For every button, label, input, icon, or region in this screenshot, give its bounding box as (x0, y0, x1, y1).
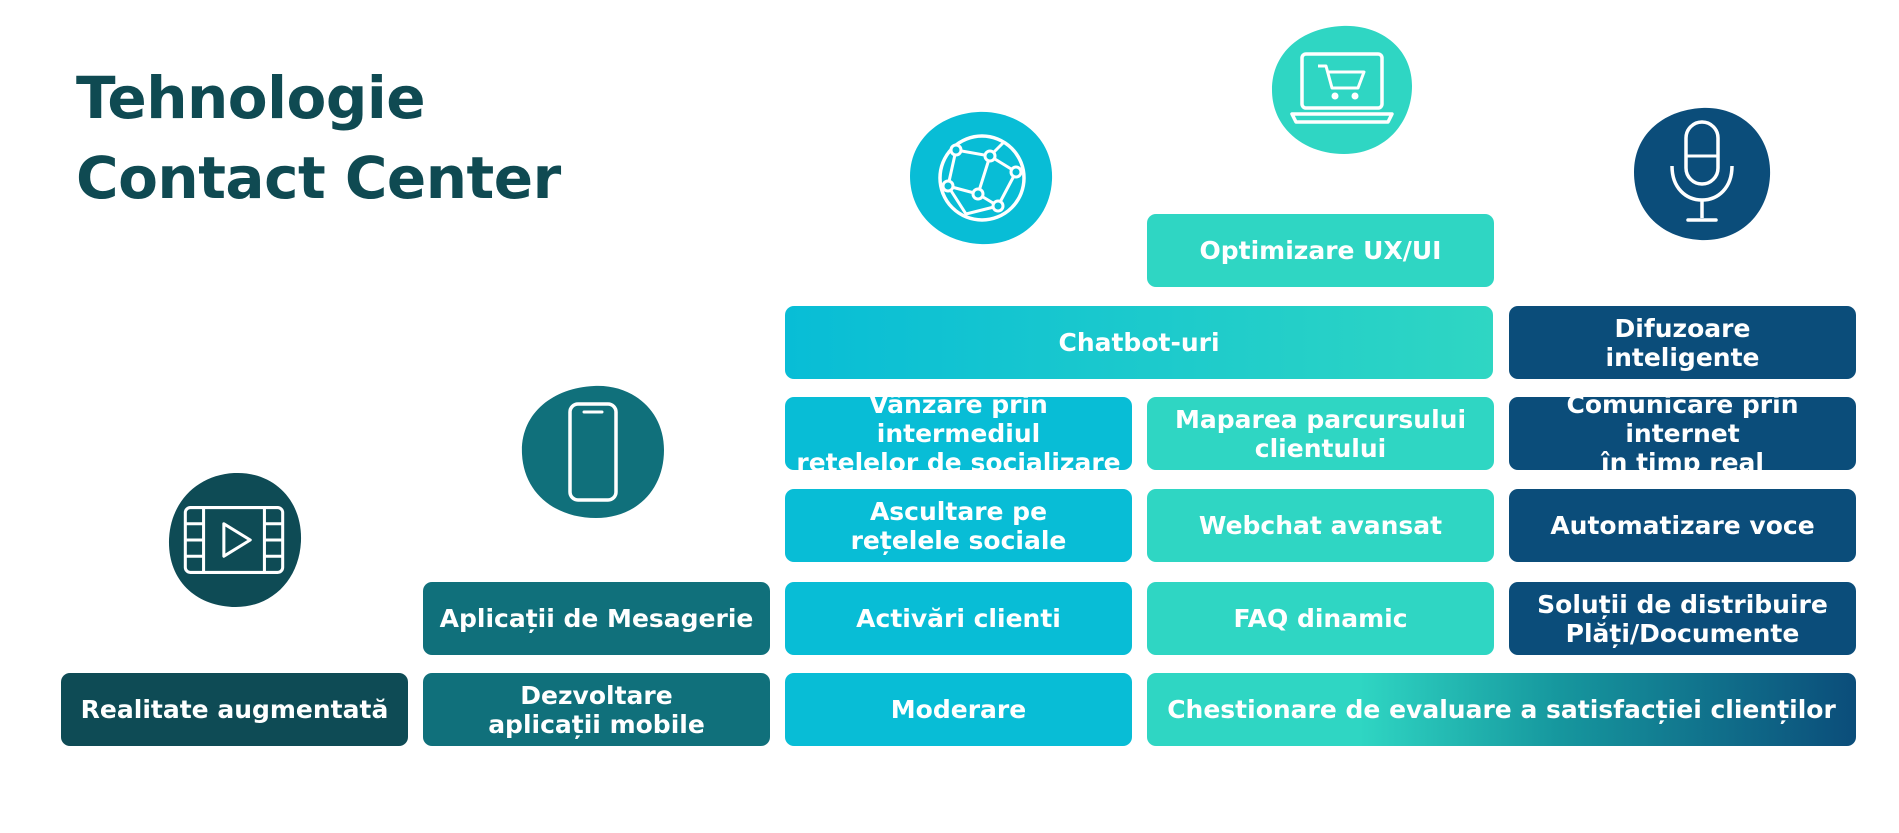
box-optimizare-ux-ui: Optimizare UX/UI (1147, 214, 1494, 287)
globe-network-icon (908, 110, 1054, 246)
box-moderare: Moderare (785, 673, 1132, 746)
box-chatbot-uri: Chatbot-uri (785, 306, 1493, 379)
microphone-icon (1630, 104, 1774, 244)
page-title: Tehnologie Contact Center (76, 58, 561, 218)
box-realitate-augmentata: Realitate augmentată (61, 673, 408, 746)
box-webchat-avansat: Webchat avansat (1147, 489, 1494, 562)
laptop-cart-icon (1270, 24, 1414, 156)
box-chestionare-satisfactie: Chestionare de evaluare a satisfacției c… (1147, 673, 1856, 746)
title-line-1: Tehnologie (76, 64, 426, 132)
box-faq-dinamic: FAQ dinamic (1147, 582, 1494, 655)
title-line-2: Contact Center (76, 144, 561, 212)
box-automatizare-voce: Automatizare voce (1509, 489, 1856, 562)
smartphone-icon (520, 384, 666, 520)
box-aplicatii-mesagerie: Aplicații de Mesagerie (423, 582, 770, 655)
box-activari-clienti: Activări clienti (785, 582, 1132, 655)
video-icon (163, 469, 305, 611)
